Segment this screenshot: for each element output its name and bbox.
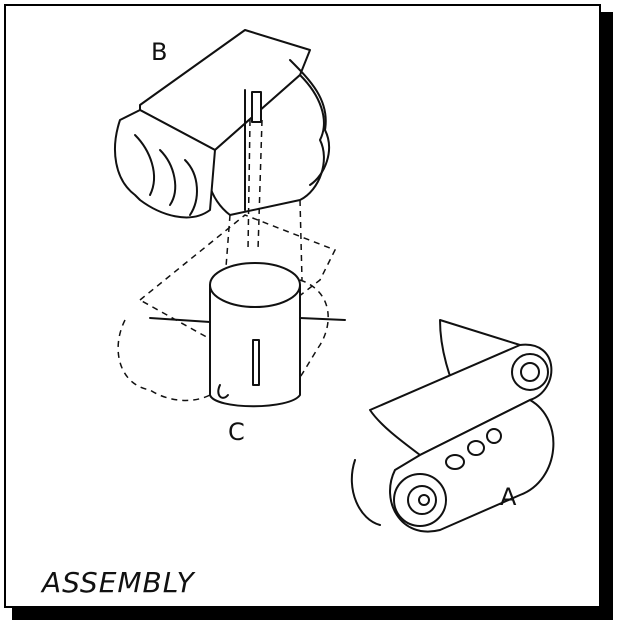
label-c: C xyxy=(228,418,245,446)
part-c-cylinder xyxy=(149,262,346,408)
part-b-capital xyxy=(114,29,330,219)
caption-assembly: ASSEMBLY xyxy=(40,566,196,599)
label-a: A xyxy=(500,483,517,511)
label-b: B xyxy=(151,38,167,66)
part-a-volute xyxy=(350,319,555,533)
